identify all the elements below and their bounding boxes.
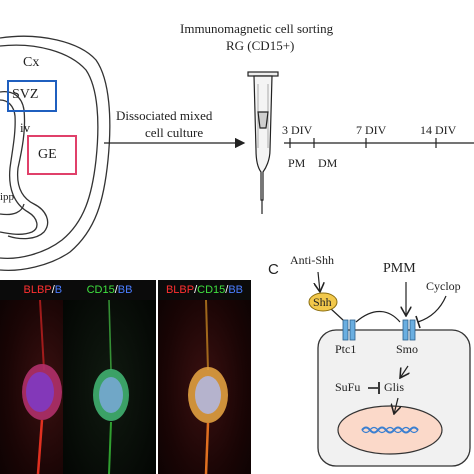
micrograph-title: BLBP/CD15/BB xyxy=(158,280,251,300)
sorting-column-icon xyxy=(247,71,279,214)
ge-box xyxy=(27,135,77,175)
brain-label-ge: GE xyxy=(38,147,57,162)
cell-image-1 xyxy=(22,299,62,474)
nucleus xyxy=(337,405,443,455)
sorting-title-line1: Immunomagnetic cell sorting xyxy=(180,21,334,36)
shh-ligand xyxy=(308,292,338,312)
micrograph-blbp-cd15-bb: BLBP/CD15/BB xyxy=(158,280,251,474)
timeline-tick-3div: 3 DIV xyxy=(282,123,313,137)
arrow-label-line1: Dissociated mixed xyxy=(116,108,213,123)
timeline-media-dm: DM xyxy=(318,156,338,170)
timeline-tick-7div: 7 DIV xyxy=(356,123,387,137)
label-pmm: PMM xyxy=(383,261,416,276)
label-ptc1: Ptc1 xyxy=(335,342,357,356)
panel-c-letter: C xyxy=(268,261,279,278)
label-smo: Smo xyxy=(396,342,419,356)
brain-label-hipp: ipp xyxy=(0,191,15,203)
cell-image-2 xyxy=(93,299,129,474)
label-anti-shh: Anti-Shh xyxy=(290,253,335,267)
label-sufu: SuFu xyxy=(335,380,361,394)
label-glis: Glis xyxy=(384,380,405,394)
brain-section-drawing xyxy=(0,35,111,272)
brain-label-iv: iv xyxy=(20,120,31,135)
dna-strand xyxy=(361,426,419,434)
micrograph-cd15-bb: CD15/BB xyxy=(63,280,156,474)
micrograph-title: CD15/BB xyxy=(63,280,156,300)
timeline-tick-14div: 14 DIV xyxy=(420,123,457,137)
label-shh: Shh xyxy=(313,295,332,309)
sorting-title-line2: RG (CD15+) xyxy=(226,38,295,53)
brain-label-svz: SVZ xyxy=(12,87,39,102)
label-cyclop: Cyclop xyxy=(426,279,461,293)
timeline-media-pm: PM xyxy=(288,156,306,170)
arrow-label-line2: cell culture xyxy=(145,125,204,140)
cell-image-3 xyxy=(188,299,228,474)
culture-timeline xyxy=(284,138,474,148)
brain-label-cx: Cx xyxy=(23,55,40,70)
cell-diagram xyxy=(308,271,471,467)
svz-box xyxy=(7,80,57,112)
ptc1-receptor xyxy=(342,319,349,341)
smo-receptor xyxy=(402,319,409,341)
